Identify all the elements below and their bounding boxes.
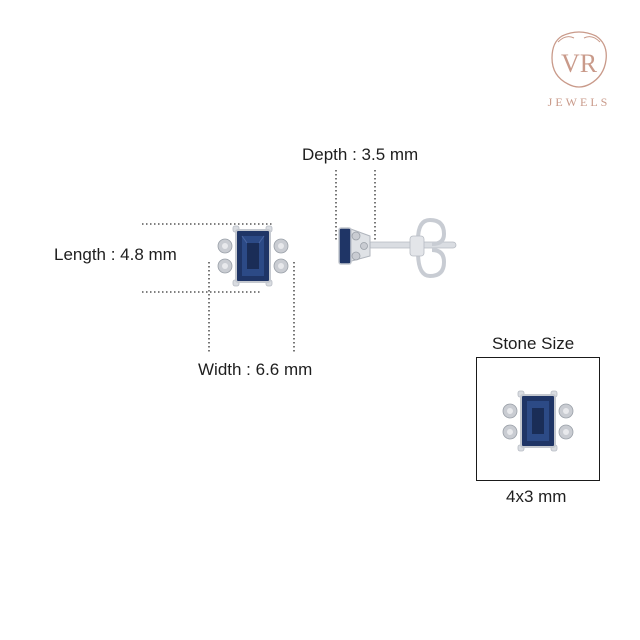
- width-label: Width : 6.6 mm: [198, 360, 313, 379]
- earring-side-view: [338, 217, 457, 279]
- vr-monogram-icon: VR: [551, 31, 607, 88]
- earring-front-view: [217, 225, 289, 287]
- stone-size-title: Stone Size: [492, 334, 575, 353]
- brand-name: JEWELS: [547, 95, 611, 109]
- earring-closeup: [502, 390, 574, 452]
- measure-lines: [142, 170, 376, 352]
- depth-label: Depth : 3.5 mm: [302, 145, 419, 164]
- svg-text:VR: VR: [561, 49, 598, 78]
- brand-logo: VR JEWELS: [544, 28, 614, 109]
- stone-size-value: 4x3 mm: [506, 487, 567, 506]
- length-label: Length : 4.8 mm: [54, 245, 177, 264]
- stone-size-box: [476, 357, 600, 481]
- side-diamonds: [217, 238, 289, 274]
